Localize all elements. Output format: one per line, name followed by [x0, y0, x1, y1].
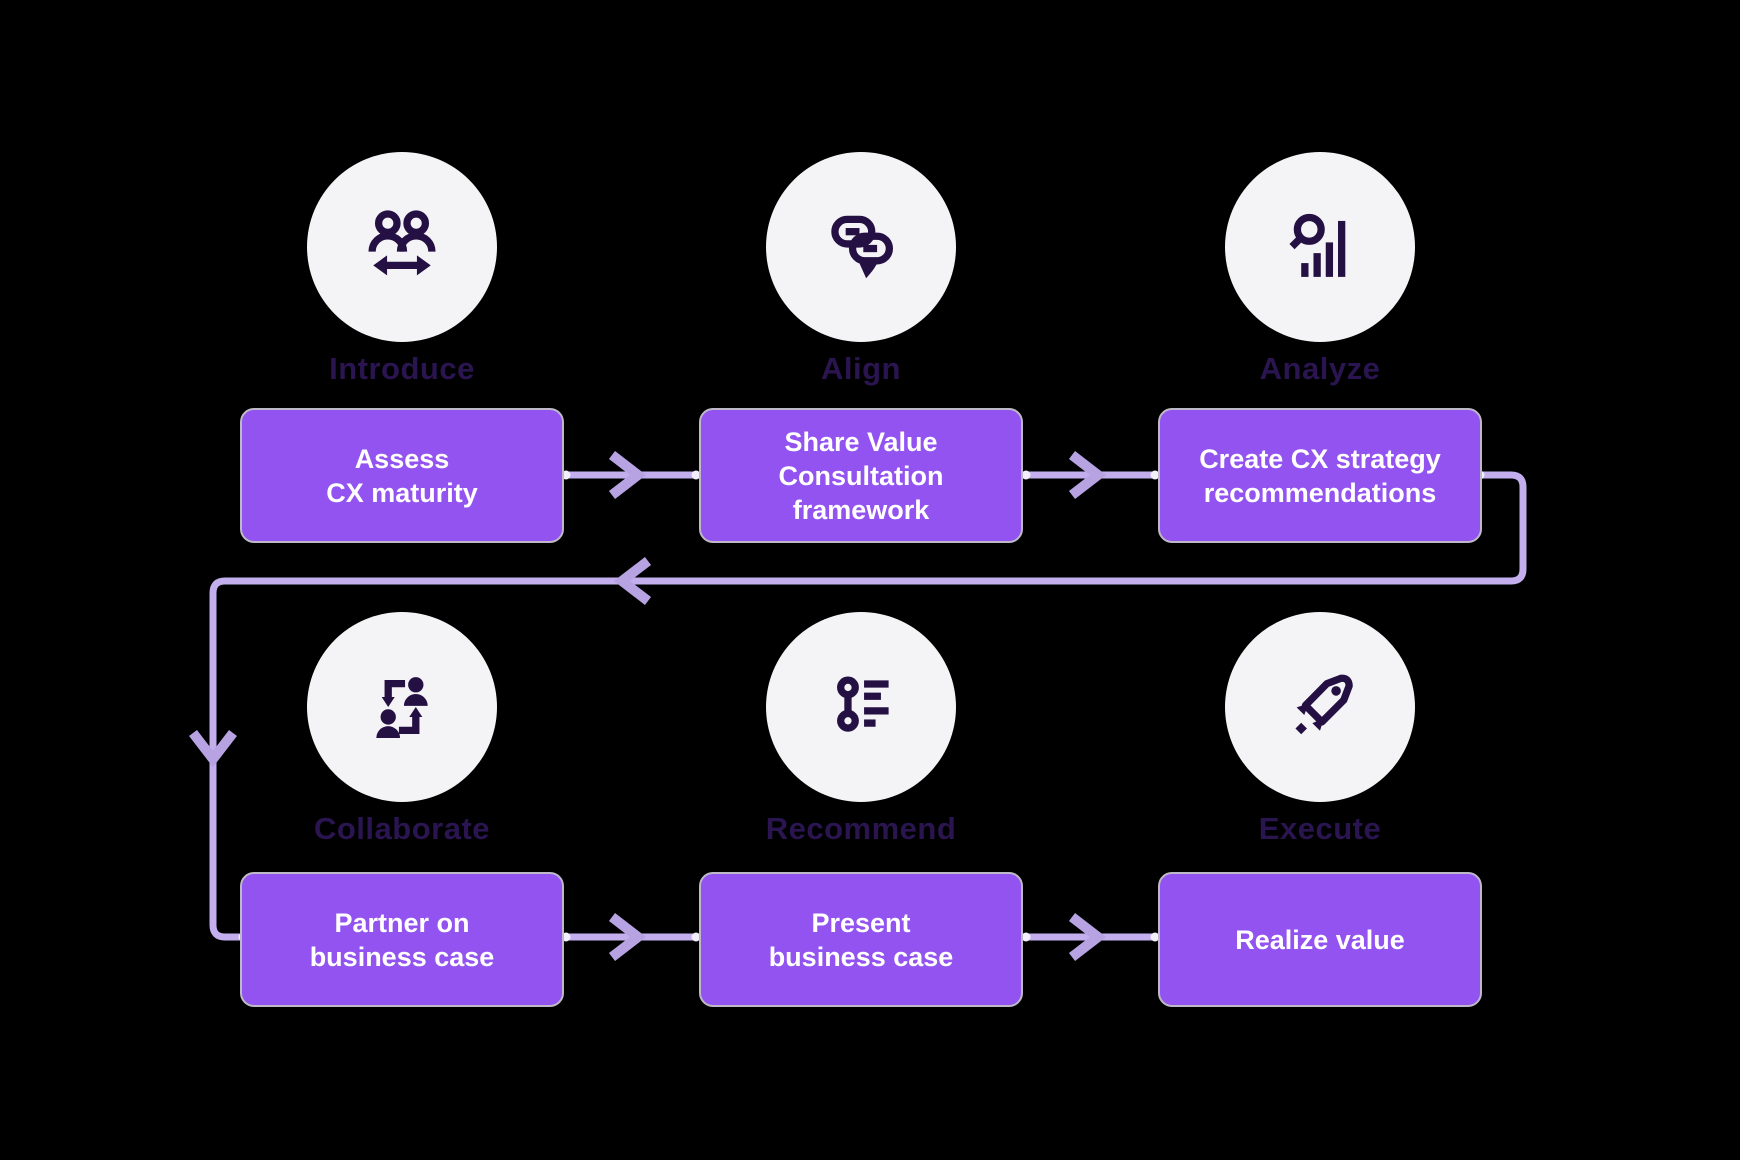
step-icon-circle [766, 152, 956, 342]
step-label: Analyze [1259, 351, 1381, 386]
arrowhead-right-icon [608, 913, 647, 961]
step-introduce: Introduce Assess CX maturity [240, 152, 564, 543]
step-box: Present business case [699, 872, 1023, 1007]
step-icon-circle [1225, 152, 1415, 342]
step-box: Realize value [1158, 872, 1482, 1007]
connector-endpoint-dot [1150, 470, 1160, 480]
chart-magnifier-icon [1289, 213, 1346, 277]
arrowhead-left-icon [613, 557, 652, 605]
connector-return-line [209, 471, 1527, 941]
step-align: Align Share Value Consultation framework [699, 152, 1023, 543]
step-icon-circle [766, 612, 956, 802]
connector-endpoint-dot [1150, 932, 1160, 942]
arrowhead-down-icon [189, 729, 237, 768]
step-recommend: Recommend Present business case [699, 612, 1023, 1007]
connector-endpoint-dot [1021, 470, 1031, 480]
rocket-icon [1295, 674, 1353, 735]
step-label: Collaborate [313, 811, 491, 846]
step-execute: Execute Realize value [1158, 612, 1482, 1007]
step-label: Align [821, 351, 901, 386]
step-icon-circle [307, 612, 497, 802]
prioritized-list-icon [837, 676, 889, 732]
step-analyze: Analyze Create CX strategy recommendatio… [1158, 152, 1482, 543]
step-label: Recommend [765, 811, 957, 846]
step-icon-circle [1225, 612, 1415, 802]
step-icon-circle [307, 152, 497, 342]
step-box: Share Value Consultation framework [699, 408, 1023, 543]
arrowhead-right-icon [1068, 451, 1107, 499]
speech-bubbles-icon [831, 215, 894, 279]
connector-endpoint-dot [691, 470, 701, 480]
connector-endpoint-dot [691, 932, 701, 942]
arrowhead-right-icon [1068, 913, 1107, 961]
step-collaborate: Collaborate Partner on business case [240, 612, 564, 1007]
connector-endpoint-dot [1021, 932, 1031, 942]
step-box: Assess CX maturity [240, 408, 564, 543]
arrowhead-right-icon [608, 451, 647, 499]
step-box: Create CX strategy recommendations [1158, 408, 1482, 543]
people-exchange-icon [368, 210, 436, 276]
step-label: Execute [1258, 811, 1382, 846]
step-label: Introduce [329, 351, 475, 386]
workflow-people-icon [376, 677, 428, 739]
step-box: Partner on business case [240, 872, 564, 1007]
